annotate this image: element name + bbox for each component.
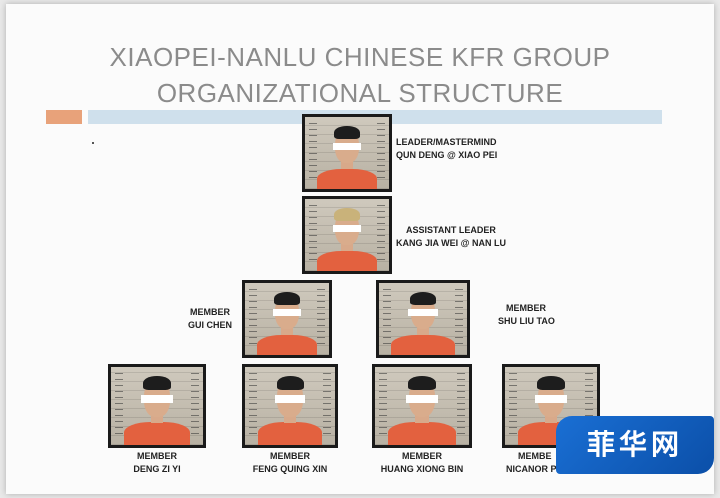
label-nicanor-name: NICANOR P (506, 464, 557, 474)
title-line-1: XIAOPEI-NANLU CHINESE KFR GROUP (109, 42, 611, 72)
label-shu-liu-tao-role: MEMBER (506, 303, 546, 313)
label-huang-xiong-bin-name: HUANG XIONG BIN (380, 464, 464, 474)
label-leader-role: LEADER/MASTERMIND (396, 137, 497, 147)
stray-dot (92, 142, 94, 144)
mugshot-photo-leader (302, 114, 392, 192)
accent-bar-orange (46, 110, 82, 124)
label-leader-name: QUN DENG @ XIAO PEI (396, 150, 498, 160)
mugshot-photo-gui-chen (242, 280, 332, 358)
title-line-2: ORGANIZATIONAL STRUCTURE (156, 78, 564, 108)
label-huang-xiong-bin-role: MEMBER (402, 451, 442, 461)
label-assistant-role: ASSISTANT LEADER (406, 225, 496, 235)
label-assistant-name: KANG JIA WEI @ NAN LU (396, 238, 506, 248)
label-shu-liu-tao-name: SHU LIU TAO (498, 316, 555, 326)
label-deng-zi-yi-name: DENG ZI YI (133, 464, 181, 474)
label-gui-chen-role: MEMBER (190, 307, 230, 317)
mugshot-photo-feng-quing-xin (242, 364, 338, 448)
watermark-logo: 菲华网 (556, 416, 714, 474)
label-deng-zi-yi-role: MEMBER (137, 451, 177, 461)
mugshot-photo-deng-zi-yi (108, 364, 206, 448)
label-gui-chen-name: GUI CHEN (188, 320, 233, 330)
mugshot-photo-huang-xiong-bin (372, 364, 472, 448)
mugshot-photo-shu-liu-tao (376, 280, 470, 358)
mugshot-photo-assistant (302, 196, 392, 274)
label-feng-quing-xin-role: MEMBER (270, 451, 310, 461)
label-nicanor-role: MEMBE (518, 451, 552, 461)
document-page: XIAOPEI-NANLU CHINESE KFR GROUP ORGANIZA… (6, 4, 714, 494)
label-feng-quing-xin-name: FENG QUING XIN (252, 464, 328, 474)
